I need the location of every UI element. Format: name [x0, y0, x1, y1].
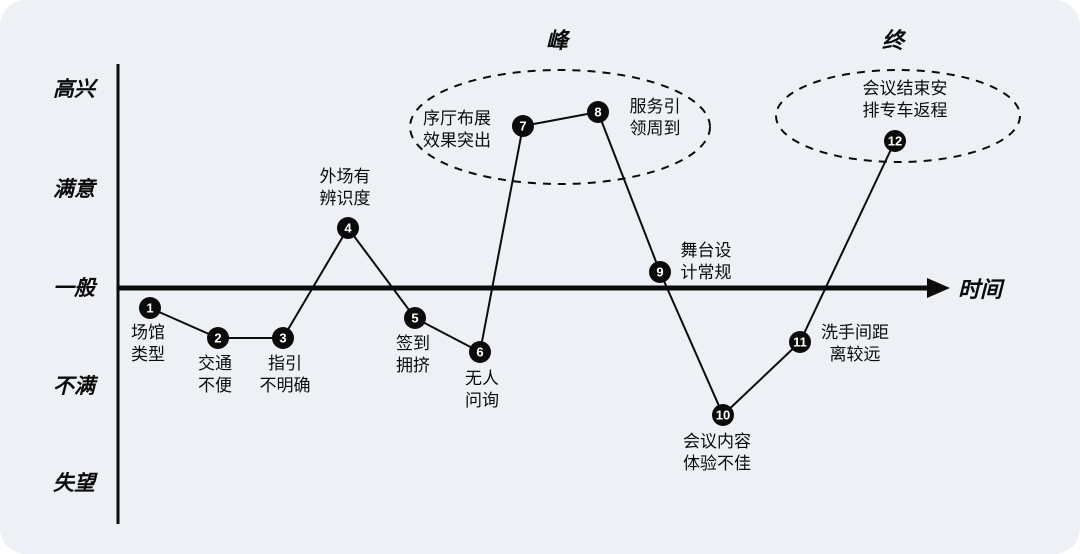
point-11-marker [789, 331, 811, 353]
curve-layer [149, 110, 896, 417]
point-7-marker [512, 115, 534, 137]
point-9-marker [649, 261, 671, 283]
point-5-marker [404, 307, 426, 329]
point-12-label: 会议结束安排专车返程 [863, 79, 948, 120]
point-5-number: 5 [411, 311, 418, 326]
point-8-number: 8 [594, 105, 601, 120]
point-10-number: 10 [716, 408, 730, 423]
point-3-label: 指引不明确 [260, 354, 311, 395]
point-11-label: 洗手间距离较远 [821, 323, 889, 364]
y-axis-label-2: 满意 [53, 177, 98, 201]
y-axis-label-5: 失望 [53, 471, 98, 495]
point-4-number: 4 [344, 221, 352, 236]
point-6-label: 无人问询 [465, 369, 499, 410]
point-7-label: 序厅布展效果突出 [423, 109, 491, 150]
x-axis-arrow-icon [927, 278, 950, 298]
point-4-marker [337, 217, 359, 239]
peak-title: 峰 [546, 28, 571, 53]
point-3-marker [272, 327, 294, 349]
point-3-number: 3 [279, 331, 286, 346]
point-6-number: 6 [476, 345, 483, 360]
annotations-layer: 峰终 [409, 28, 1021, 185]
point-1-number: 1 [146, 301, 153, 316]
point-1-label: 场馆类型 [131, 323, 165, 364]
peak-ellipse [409, 69, 711, 185]
point-6-marker [469, 341, 491, 363]
journey-line [149, 110, 896, 417]
end-title: 终 [882, 28, 907, 53]
point-2-number: 2 [214, 331, 221, 346]
y-axis-label-1: 高兴 [53, 77, 99, 101]
x-axis-title: 时间 [958, 277, 1005, 302]
point-12-number: 12 [888, 134, 902, 149]
point-9-number: 9 [656, 265, 663, 280]
y-axis-label-4: 不满 [53, 374, 99, 398]
point-4-label: 外场有辨识度 [320, 167, 371, 208]
point-7-number: 7 [519, 119, 526, 134]
point-5-label: 签到拥挤 [396, 334, 430, 375]
point-8-label: 服务引领周到 [630, 97, 681, 138]
point-2-marker [207, 327, 229, 349]
point-8-marker [587, 101, 609, 123]
point-10-marker [712, 404, 734, 426]
y-axis-label-3: 一般 [53, 276, 98, 300]
point-2-label: 交通不便 [198, 354, 232, 395]
point-1-marker [139, 297, 161, 319]
point-12-marker [884, 130, 906, 152]
point-10-label: 会议内容体验不佳 [683, 432, 751, 473]
point-labels-layer: 场馆类型交通不便指引不明确 外场有辨识度签到拥挤无人问询 序厅布展效果突出 服务引领周… [131, 79, 948, 473]
point-11-number: 11 [793, 335, 807, 350]
point-9-label: 舞台设计常规 [681, 241, 732, 282]
end-ellipse [775, 69, 1021, 163]
